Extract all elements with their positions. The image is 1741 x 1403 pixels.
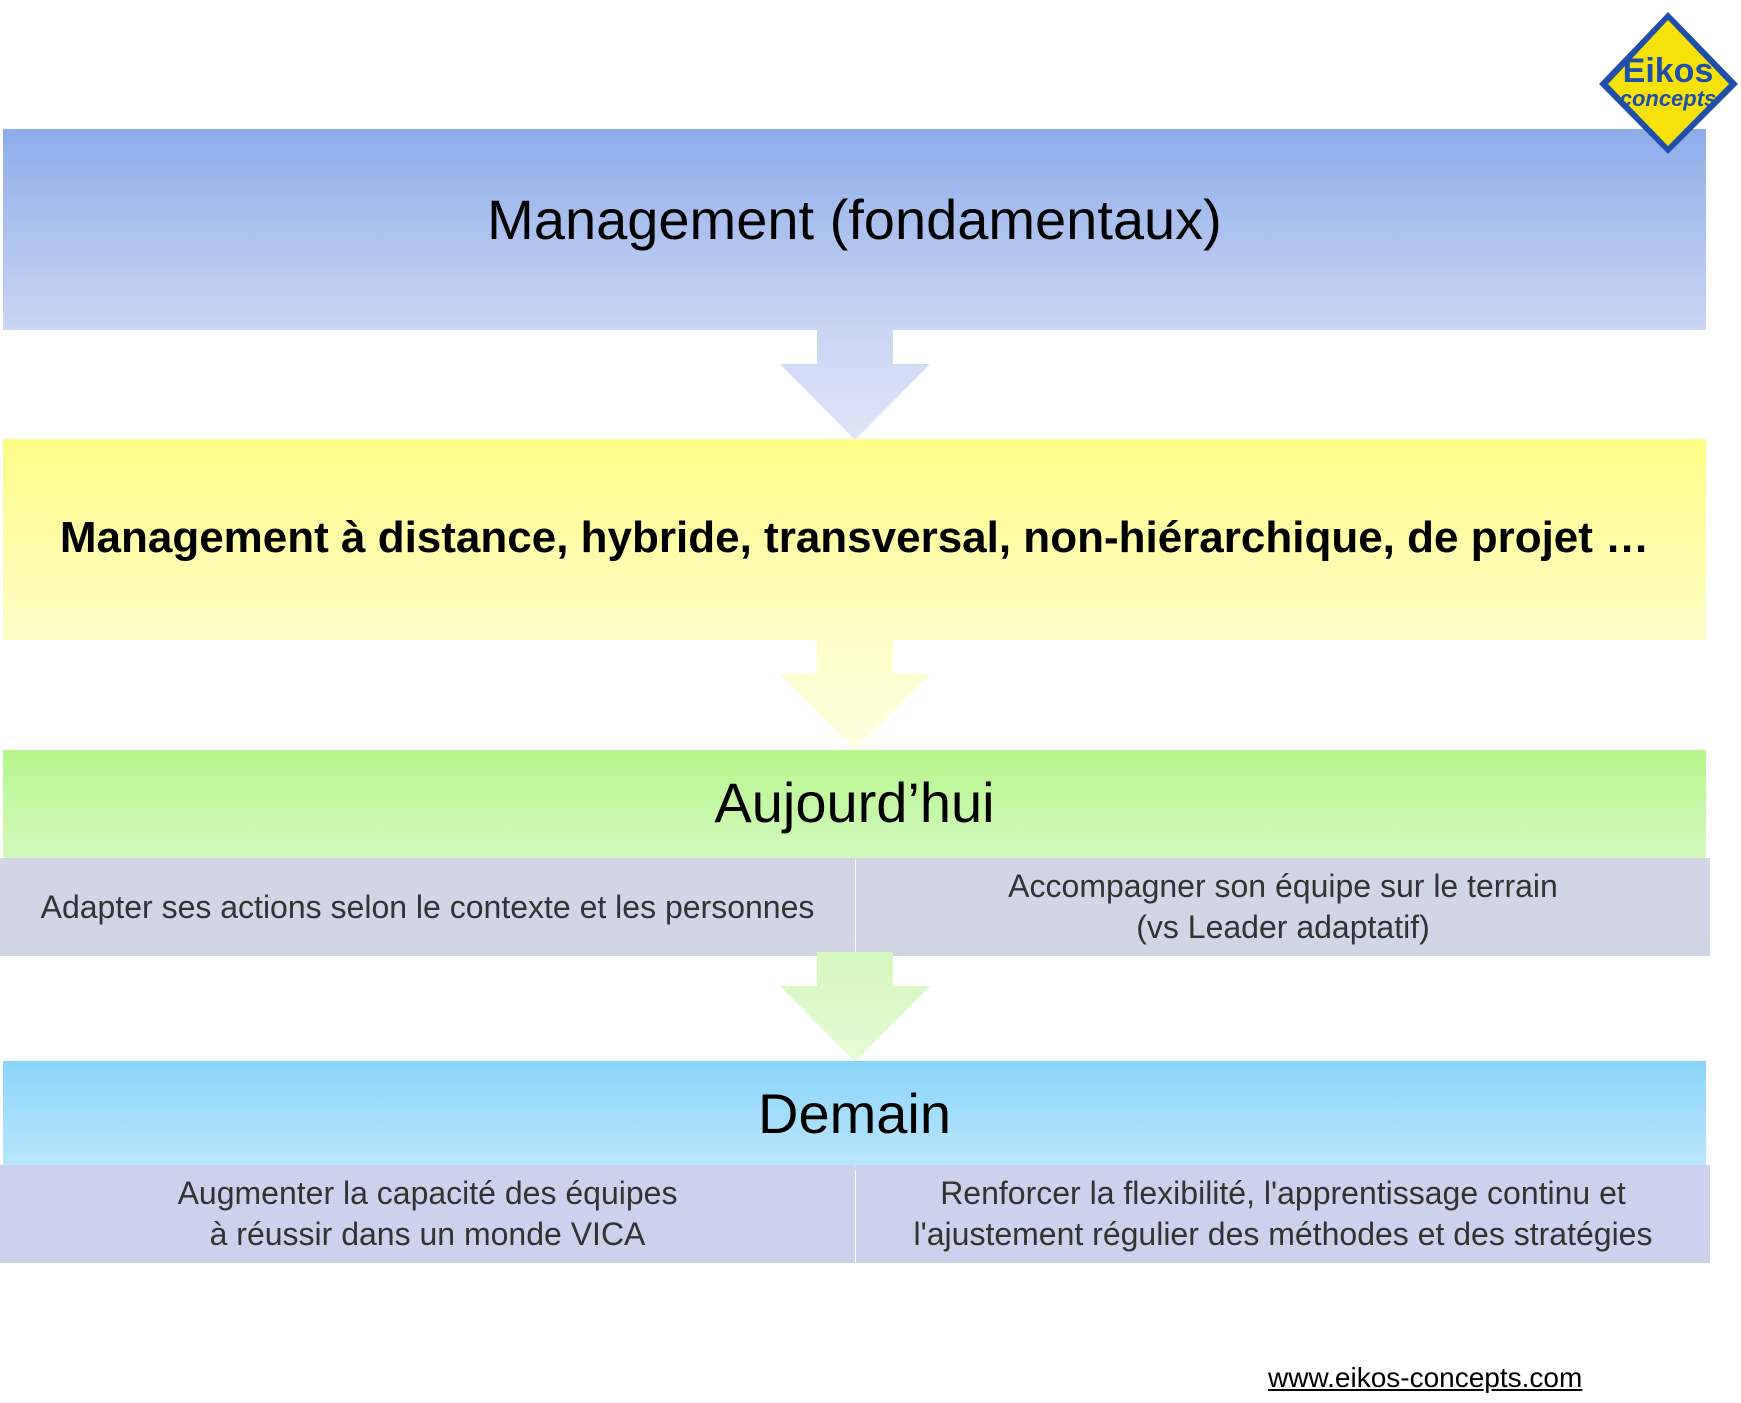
today-detail-left: Adapter ses actions selon le contexte et… (0, 858, 855, 956)
tomorrow-detail-left: Augmenter la capacité des équipes à réus… (0, 1165, 855, 1263)
tomorrow-detail-row: Augmenter la capacité des équipes à réus… (0, 1165, 1710, 1263)
tomorrow-title: Demain (758, 1082, 951, 1145)
website-link[interactable]: www.eikos-concepts.com (1268, 1362, 1583, 1393)
today-box: Aujourd’hui (3, 750, 1706, 860)
remote-management-title: Management à distance, hybride, transver… (59, 513, 1650, 562)
tomorrow-detail-right-text: Renforcer la flexibilité, l'apprentissag… (913, 1175, 1653, 1252)
logo-text-eikos: Eikos (1623, 52, 1714, 90)
today-detail-left-text: Adapter ses actions selon le contexte et… (40, 888, 815, 925)
tomorrow-detail-left-text: Augmenter la capacité des équipes à réus… (177, 1175, 678, 1252)
logo-text-concepts: concepts (1620, 86, 1717, 111)
remote-management-box: Management à distance, hybride, transver… (3, 439, 1706, 640)
management-fundamentals-box: Management (fondamentaux) (3, 129, 1706, 330)
today-detail-row: Adapter ses actions selon le contexte et… (0, 858, 1710, 956)
today-detail-right: Accompagner son équipe sur le terrain (v… (856, 858, 1710, 956)
eikos-logo: Eikos concepts (1599, 12, 1738, 154)
tomorrow-box: Demain (3, 1061, 1706, 1171)
today-detail-right-text: Accompagner son équipe sur le terrain (v… (1008, 868, 1558, 945)
down-arrow-2 (780, 640, 930, 750)
down-arrow-1 (780, 330, 930, 440)
tomorrow-detail-right: Renforcer la flexibilité, l'apprentissag… (856, 1165, 1710, 1263)
today-title: Aujourd’hui (714, 771, 995, 834)
down-arrow-3 (780, 952, 930, 1062)
management-fundamentals-title: Management (fondamentaux) (487, 188, 1222, 251)
